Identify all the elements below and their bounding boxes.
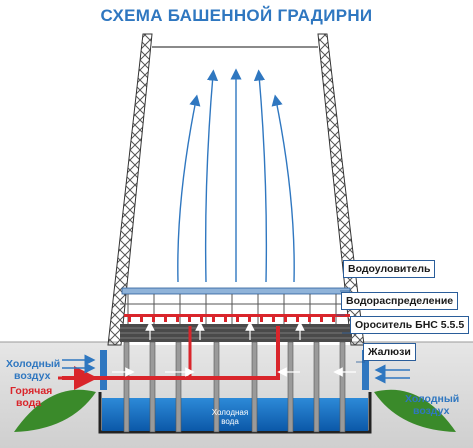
air-label-right: Холодный воздух bbox=[405, 393, 459, 417]
air-label-left-line2: воздух bbox=[6, 370, 60, 382]
label-louvers: Жалюзи bbox=[363, 343, 416, 361]
hot-water-label-line1: Горячая bbox=[10, 385, 52, 397]
tower-interior bbox=[118, 34, 352, 345]
air-label-left-line1: Холодный bbox=[6, 358, 60, 370]
label-water-distribution: Водораспределение bbox=[341, 292, 458, 310]
basin-label-line1: Холодная bbox=[205, 408, 255, 417]
label-fill: Ороситель БНС 5.5.5 bbox=[350, 316, 469, 334]
basin-label: Холодная вода bbox=[205, 408, 255, 426]
drift-eliminator bbox=[122, 288, 350, 294]
air-label-right-line2: воздух bbox=[405, 405, 459, 417]
hot-water-label: Горячая вода bbox=[10, 385, 52, 409]
louver-left bbox=[100, 350, 107, 390]
page-title: СХЕМА БАШЕННОЙ ГРАДИРНИ bbox=[0, 6, 473, 26]
basin-label-line2: вода bbox=[205, 417, 255, 426]
hot-water-label-line2: вода bbox=[10, 397, 52, 409]
air-label-right-line1: Холодный bbox=[405, 393, 459, 405]
air-label-left: Холодный воздух bbox=[6, 358, 60, 382]
label-drift-eliminator: Водоуловитель bbox=[343, 260, 435, 278]
